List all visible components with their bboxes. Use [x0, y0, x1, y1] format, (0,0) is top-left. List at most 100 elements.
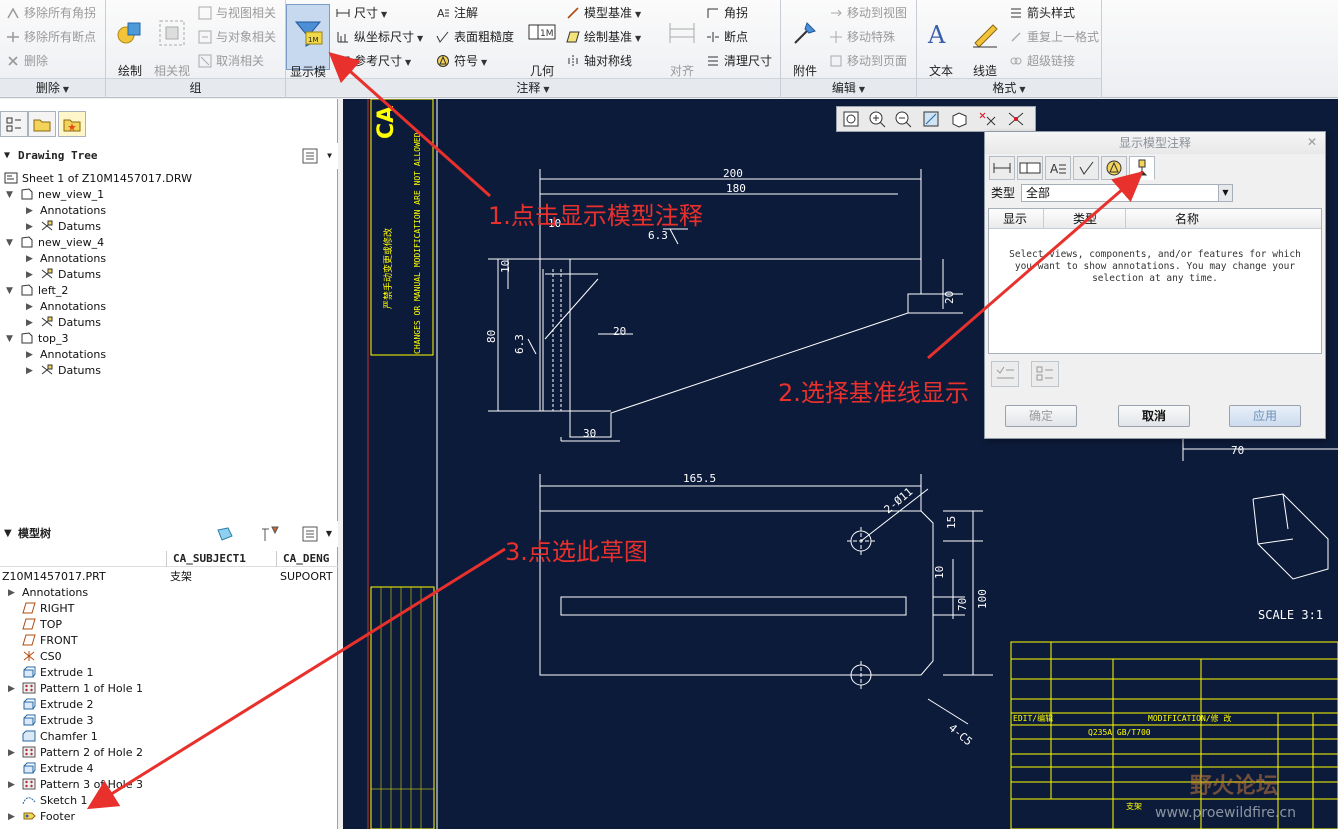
breakpoint-button[interactable]: 断点	[704, 27, 748, 47]
move-special-button[interactable]: 移动特殊	[827, 27, 895, 47]
zoom-fit-icon[interactable]	[841, 109, 863, 129]
expand-icon[interactable]: ▶	[8, 812, 15, 822]
remove-all-angle-button[interactable]: 移除所有角拐	[4, 3, 96, 23]
column-header[interactable]: CA_SUBJECT1	[166, 551, 246, 567]
tab-gtol[interactable]	[1017, 156, 1043, 180]
expand-icon[interactable]	[8, 617, 18, 633]
edit-group-label[interactable]: 编辑▼	[781, 78, 916, 96]
show-icon[interactable]	[216, 526, 234, 542]
collapse-icon[interactable]: ▼	[4, 528, 12, 539]
drawing-tree-item[interactable]: ▶Annotations	[26, 251, 106, 267]
collapse-icon[interactable]: ▼	[4, 150, 11, 161]
tab-dimensions[interactable]	[989, 156, 1015, 180]
surface-finish-button[interactable]: 表面粗糙度	[434, 27, 514, 47]
unrelate-button[interactable]: 取消相关	[196, 51, 264, 71]
drawing-tree-item[interactable]: ▼new_view_1	[6, 187, 104, 203]
drawing-tree-header[interactable]: ▼ Drawing Tree ▼	[0, 143, 338, 169]
datum-toggle-icon[interactable]	[1005, 109, 1027, 129]
arrow-style-button[interactable]: 箭头样式	[1007, 3, 1075, 23]
relate-to-view-button[interactable]: 与视图相关	[196, 3, 276, 23]
dropdown-arrow-icon[interactable]: ▼	[325, 529, 332, 538]
dropdown-arrow-icon[interactable]: ▼	[327, 151, 332, 160]
model-tree-item[interactable]: Chamfer 1	[8, 729, 98, 745]
expand-icon[interactable]: ▶	[26, 350, 33, 360]
related-view-button[interactable]: 相关视 图	[150, 4, 194, 91]
model-tree-item[interactable]: ▶Annotations	[8, 585, 88, 601]
text-style-button[interactable]: A 文本 样式	[919, 4, 963, 91]
expand-icon[interactable]: ▼	[6, 334, 13, 344]
attachment-button[interactable]: 附件	[783, 4, 827, 78]
expand-icon[interactable]: ▶	[26, 206, 33, 216]
column-header[interactable]: CA_DENG	[276, 551, 329, 567]
drawing-tree-item[interactable]: ▶Datums	[26, 267, 101, 283]
apply-button[interactable]: 应用	[1229, 405, 1301, 427]
tab-symbols[interactable]	[1101, 156, 1127, 180]
model-tree-item[interactable]: Extrude 1	[8, 665, 94, 681]
drawing-tree-item[interactable]: ▶Annotations	[26, 299, 106, 315]
model-tree-item[interactable]: Sketch 1	[8, 793, 88, 809]
angle-button[interactable]: 角拐	[704, 3, 748, 23]
expand-icon[interactable]	[8, 793, 18, 809]
move-to-view-button[interactable]: 移动到视图	[827, 3, 907, 23]
tab-datums[interactable]	[1129, 156, 1155, 180]
expand-icon[interactable]: ▶	[26, 270, 33, 280]
dimension-button[interactable]: 尺寸▼	[334, 3, 387, 23]
expand-icon[interactable]: ▶	[26, 254, 33, 264]
model-tree-item[interactable]: Extrude 4	[8, 761, 94, 777]
tree-filter-icon[interactable]	[260, 525, 282, 543]
format-group-label[interactable]: 格式▼	[917, 78, 1101, 96]
drawing-tree-item[interactable]: ▶Datums	[26, 363, 101, 379]
annotation-group-label[interactable]: 注释▼	[286, 78, 780, 96]
close-icon[interactable]: ✕	[1306, 135, 1317, 149]
expand-icon[interactable]: ▶	[8, 748, 15, 758]
model-tree-item[interactable]: ▶Pattern 2 of Hole 2	[8, 745, 143, 761]
column-type[interactable]: 类型	[1073, 212, 1098, 226]
cancel-button[interactable]: 取消	[1118, 405, 1190, 427]
model-tree-item[interactable]: ▶Pattern 1 of Hole 1	[8, 681, 143, 697]
column-name[interactable]: 名称	[1175, 212, 1200, 226]
drawing-tree-item[interactable]: ▼new_view_4	[6, 235, 104, 251]
align-dimension-button[interactable]: 对齐 尺寸	[660, 4, 704, 91]
expand-icon[interactable]	[8, 633, 18, 649]
cleanup-dimension-button[interactable]: 清理尺寸	[704, 51, 772, 71]
type-select[interactable]: 全部 ▼	[1021, 184, 1233, 202]
expand-icon[interactable]	[8, 713, 18, 729]
show-model-annotation-button[interactable]: 1M 显示模 型注释	[286, 4, 330, 92]
model-tree-item[interactable]: Extrude 2	[8, 697, 94, 713]
expand-icon[interactable]	[8, 665, 18, 681]
expand-icon[interactable]: ▶	[26, 366, 33, 376]
note-button[interactable]: A 注解	[437, 6, 479, 20]
datum-display-icon[interactable]	[977, 109, 999, 129]
model-tree-item[interactable]: ▶Footer	[8, 809, 75, 825]
model-tree-item[interactable]: FRONT	[8, 633, 78, 649]
model-datum-button[interactable]: 模型基准▼	[564, 3, 641, 23]
expand-icon[interactable]	[8, 649, 18, 665]
tree-settings-icon[interactable]	[302, 148, 318, 164]
select-all-button[interactable]	[991, 361, 1019, 387]
delete-button[interactable]: 删除	[4, 51, 48, 71]
tab-notes[interactable]: A	[1045, 156, 1071, 180]
deselect-all-button[interactable]	[1031, 361, 1059, 387]
expand-icon[interactable]: ▶	[8, 684, 15, 694]
remove-all-break-button[interactable]: 移除所有断点	[4, 27, 96, 47]
repeat-last-format-button[interactable]: 重复上一格式	[1007, 27, 1099, 47]
expand-icon[interactable]	[8, 761, 18, 777]
move-to-page-button[interactable]: 移动到页面	[827, 51, 907, 71]
expand-icon[interactable]	[8, 697, 18, 713]
tab-folder-browser[interactable]	[28, 111, 56, 137]
expand-icon[interactable]: ▼	[6, 286, 13, 296]
relate-to-object-button[interactable]: 与对象相关	[196, 27, 276, 47]
drawing-tree-item[interactable]: ▶Annotations	[26, 203, 106, 219]
line-style-button[interactable]: 线造 型	[963, 4, 1007, 91]
model-tree-item[interactable]: Extrude 3	[8, 713, 94, 729]
draw-datum-button[interactable]: 绘制基准▼	[564, 27, 641, 47]
model-tree-item[interactable]: RIGHT	[8, 601, 74, 617]
display-style-icon[interactable]	[949, 109, 971, 129]
zoom-out-icon[interactable]	[893, 109, 915, 129]
drawing-tree-item[interactable]: ▼top_3	[6, 331, 69, 347]
drawing-tree-item[interactable]: ▶Datums	[26, 315, 101, 331]
expand-icon[interactable]: ▶	[26, 222, 33, 232]
hyperlink-button[interactable]: 超级链接	[1007, 51, 1075, 71]
delete-group-label[interactable]: 删除▼	[0, 78, 105, 96]
tab-surface-finish[interactable]	[1073, 156, 1099, 180]
